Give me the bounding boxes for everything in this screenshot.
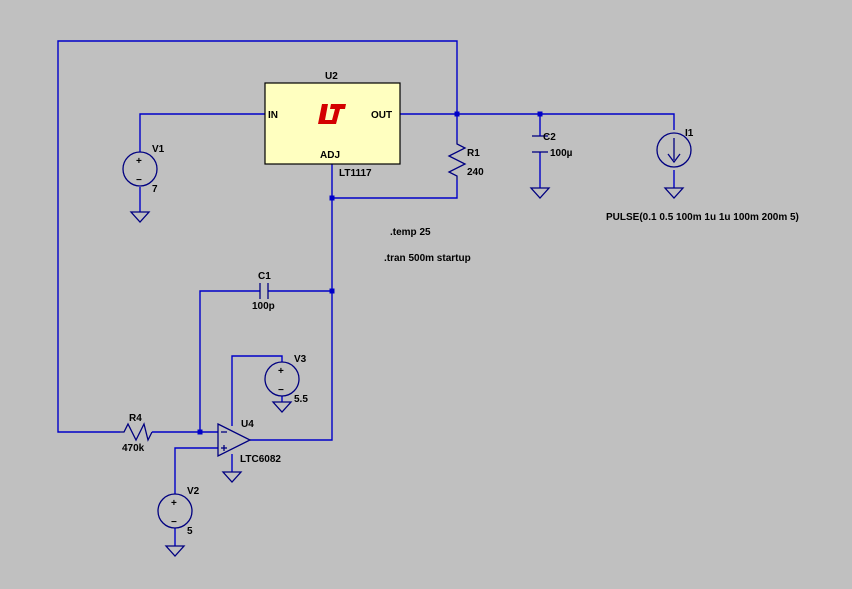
resistor-r1[interactable]: R1 240	[447, 140, 484, 180]
wire-output-rail[interactable]	[400, 113, 675, 130]
v1-value: 7	[152, 184, 158, 195]
v2-plus-sign: +	[171, 498, 177, 509]
capacitor-c1[interactable]: C1 100p	[252, 271, 275, 312]
regulator-pin-in: IN	[268, 110, 278, 121]
wire-v1-in[interactable]	[139, 113, 265, 152]
i1-value: PULSE(0.1 0.5 100m 1u 1u 100m 200m 5)	[606, 212, 799, 223]
junction-dot	[329, 195, 335, 201]
c2-value: 100µ	[550, 148, 573, 159]
regulator-part: LT1117	[339, 168, 372, 179]
i1-ref: I1	[685, 128, 694, 139]
ground-icon	[164, 545, 186, 557]
wire-v2-in[interactable]	[174, 447, 218, 494]
regulator-pin-adj: ADJ	[320, 150, 340, 161]
ground-icon	[221, 471, 243, 483]
u4-ref: U4	[241, 419, 254, 430]
wires	[57, 40, 675, 546]
directive-temp[interactable]: .temp 25	[390, 227, 431, 238]
voltage-source-v1[interactable]: + − V1 7	[122, 144, 165, 195]
current-source-i1[interactable]: I1 PULSE(0.1 0.5 100m 1u 1u 100m 200m 5)	[606, 128, 799, 223]
v1-plus-sign: +	[136, 156, 142, 167]
regulator-ref: U2	[325, 71, 338, 82]
opamp-u4[interactable]: U4 LTC6082	[217, 419, 281, 465]
voltage-source-v3[interactable]: + − V3 5.5	[264, 354, 308, 405]
regulator-u2[interactable]: U2 IN OUT ADJ LT1117	[264, 71, 401, 179]
v3-ref: V3	[294, 354, 307, 365]
junction-dot	[454, 111, 460, 117]
v2-minus-sign: −	[171, 517, 177, 528]
c1-ref: C1	[258, 271, 271, 282]
regulator-pin-out: OUT	[371, 110, 392, 121]
voltage-source-v2[interactable]: + − V2 5	[157, 486, 200, 537]
v1-minus-sign: −	[136, 175, 142, 186]
wire-r1-bottom[interactable]	[332, 180, 458, 199]
c1-value: 100p	[252, 301, 275, 312]
c2-ref: C2	[543, 132, 556, 143]
ground-icon	[271, 401, 293, 413]
wire-c1-left[interactable]	[199, 290, 260, 432]
v3-value: 5.5	[294, 394, 308, 405]
junction-dots	[197, 111, 543, 435]
v2-ref: V2	[187, 486, 200, 497]
wire-v3-supply[interactable]	[231, 355, 283, 426]
lt-logo-icon	[318, 104, 346, 124]
ground-icon	[663, 187, 685, 199]
wire-adj-node[interactable]	[250, 164, 333, 441]
r1-ref: R1	[467, 148, 480, 159]
junction-dot	[197, 429, 203, 435]
resistor-r4[interactable]: R4 470k	[120, 413, 153, 454]
junction-dot	[329, 288, 335, 294]
directive-tran[interactable]: .tran 500m startup	[384, 253, 471, 264]
junction-dot	[537, 111, 543, 117]
wire-feedback-top[interactable]	[57, 40, 458, 433]
r4-value: 470k	[122, 443, 145, 454]
ground-icon	[129, 211, 151, 223]
v1-ref: V1	[152, 144, 165, 155]
ground-icon	[529, 187, 551, 199]
v3-minus-sign: −	[278, 385, 284, 396]
capacitor-c2[interactable]: C2 100µ	[532, 132, 573, 159]
v3-plus-sign: +	[278, 366, 284, 377]
ground-symbols	[129, 187, 685, 557]
r4-ref: R4	[129, 413, 142, 424]
r1-value: 240	[467, 167, 484, 178]
u4-part: LTC6082	[240, 454, 281, 465]
v2-value: 5	[187, 526, 193, 537]
